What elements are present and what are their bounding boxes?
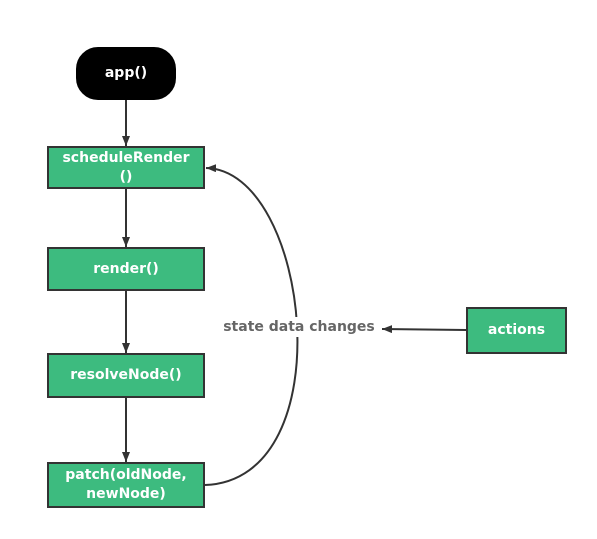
state-change-label: state data changes [218, 317, 380, 337]
patch-label-line2: newNode) [86, 486, 166, 502]
resolve-node-node: resolveNode() [47, 353, 205, 398]
schedule-render-label-line1: scheduleRender [62, 149, 190, 166]
app-start-node: app() [76, 47, 176, 100]
render-node-label: render() [93, 260, 159, 277]
patch-label-line1: patch(oldNode, [65, 467, 187, 483]
render-node: render() [47, 247, 205, 291]
actions-node-label: actions [487, 322, 546, 338]
actions-node: actions [466, 307, 567, 354]
schedule-render-node-label: scheduleRender () [62, 149, 189, 187]
app-node-label: app() [104, 65, 148, 81]
patch-node-label: patch(oldNode, newNode) [65, 466, 186, 504]
resolve-node-label: resolveNode() [70, 367, 182, 383]
schedule-render-label-line2: () [119, 168, 133, 185]
patch-node: patch(oldNode, newNode) [47, 462, 205, 508]
arrow-actions-to-state-change [381, 325, 467, 334]
schedule-render-node: scheduleRender () [47, 146, 205, 189]
